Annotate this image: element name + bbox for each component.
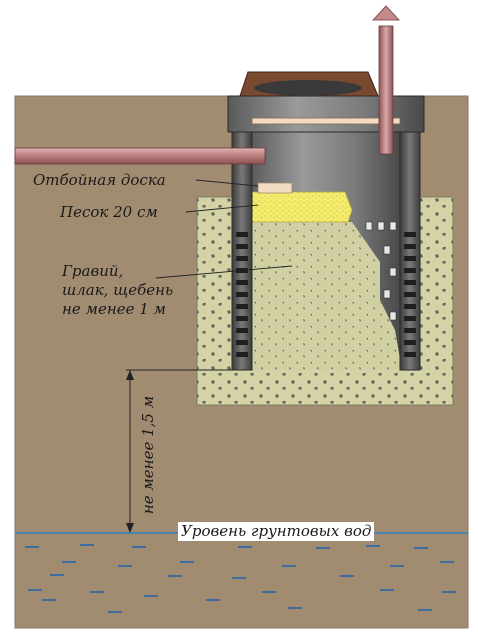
label-groundwater: Уровень грунтовых вод — [178, 522, 375, 541]
well-collar — [227, 95, 425, 133]
label-gravel: Гравий, шлак, щебень не менее 1 м — [62, 262, 202, 319]
well-wall-left — [231, 131, 253, 371]
label-board: Отбойная доска — [33, 171, 166, 189]
perforations-right — [404, 232, 416, 357]
well-wall-right — [399, 131, 421, 371]
label-gravel-line3: не менее 1 м — [62, 300, 166, 318]
inlet-pipe — [14, 147, 266, 165]
sand-layer — [251, 191, 353, 223]
water-dashes — [25, 544, 456, 613]
label-gravel-line2: шлак, щебень — [62, 281, 174, 299]
vent-pipe — [378, 25, 394, 155]
label-sand: Песок 20 см — [60, 203, 158, 221]
board — [257, 182, 293, 194]
vent-cap — [372, 5, 400, 21]
label-gravel-line1: Гравий, — [62, 262, 124, 280]
label-distance: не менее 1,5 м — [139, 395, 157, 515]
